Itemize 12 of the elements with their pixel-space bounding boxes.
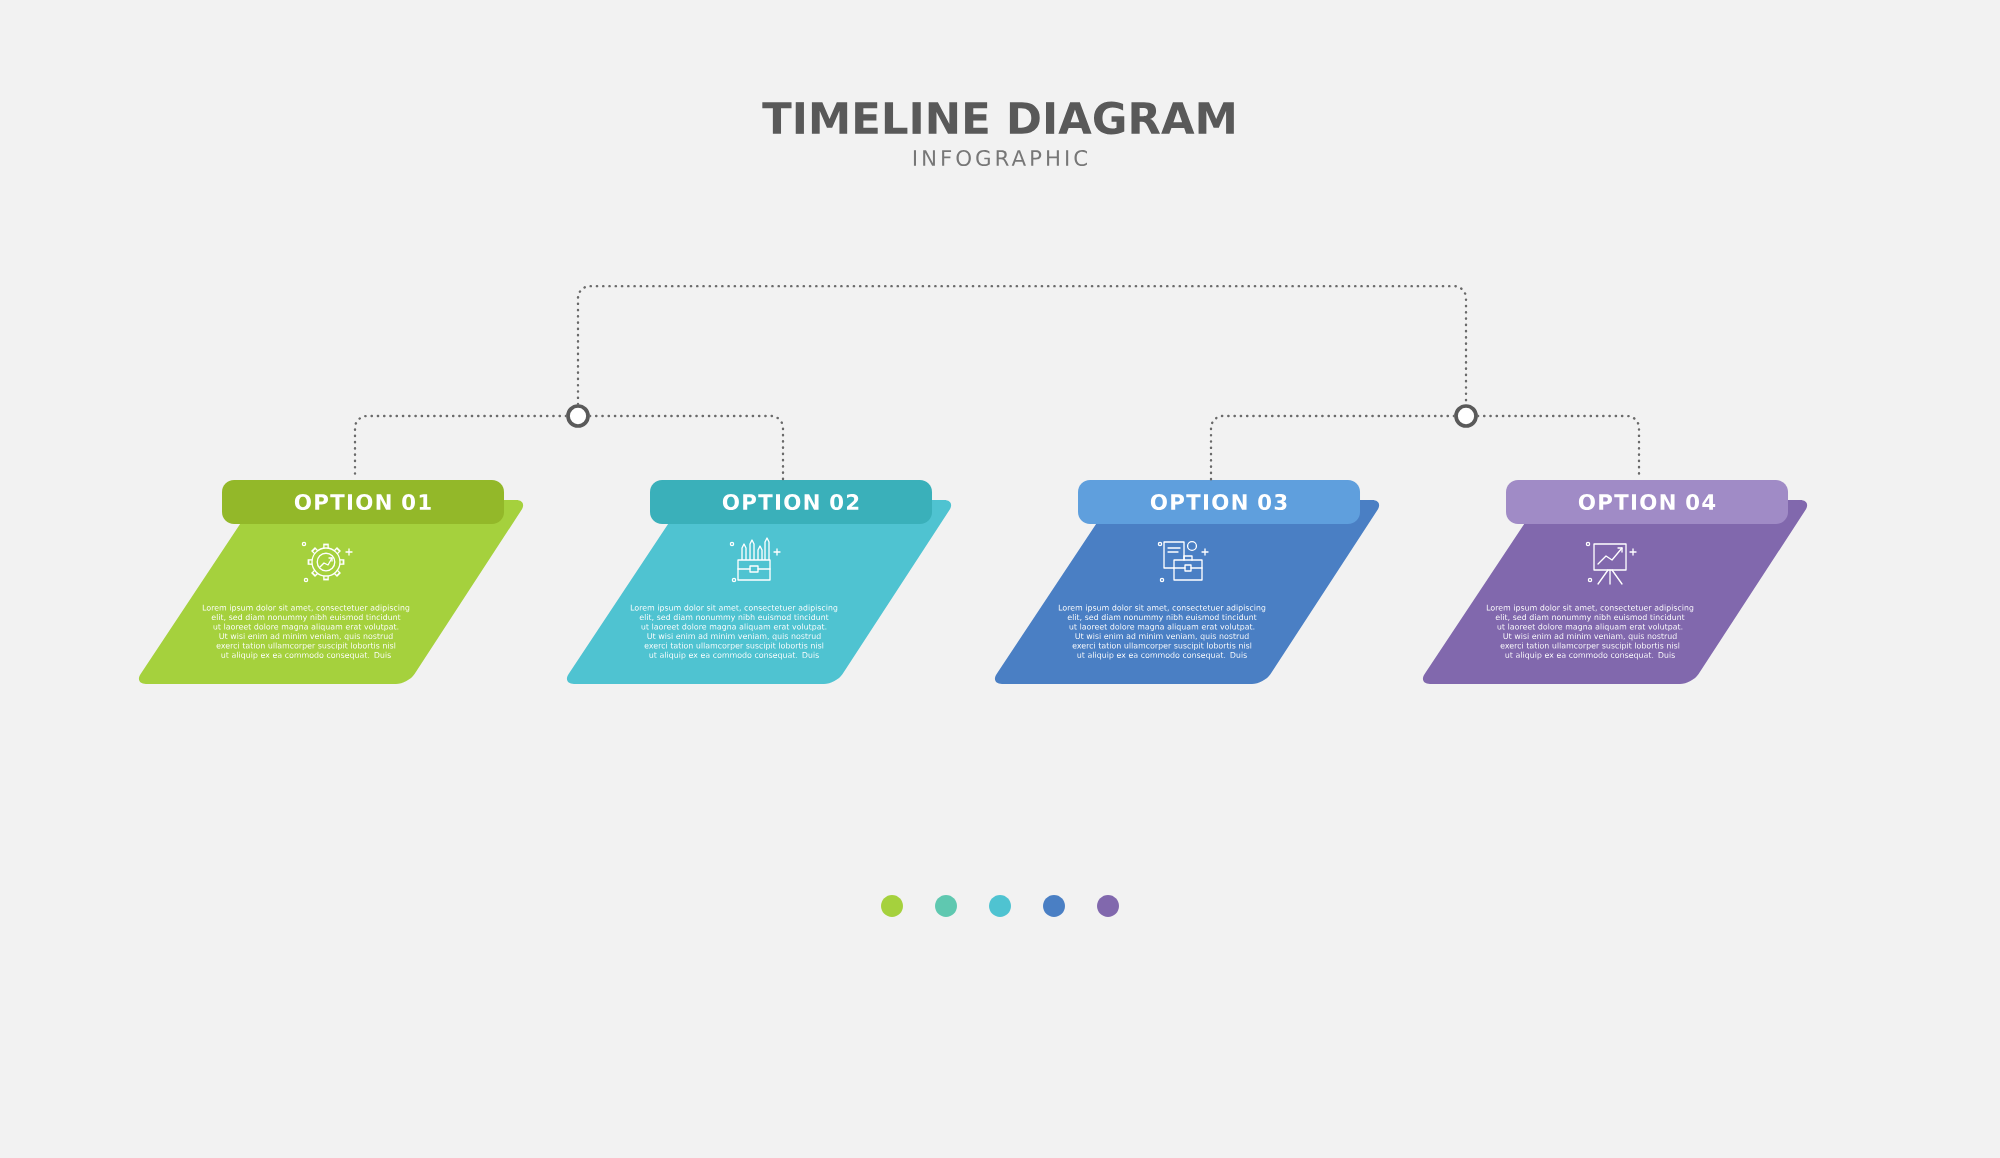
subtitle: INFOGRAPHIC (913, 149, 1087, 167)
option-tab: OPTION 03 (1078, 480, 1360, 524)
connector-line (1209, 414, 1456, 481)
option-tab: OPTION 04 (1506, 480, 1788, 524)
connector-line (576, 284, 1468, 406)
option-tab: OPTION 01 (222, 480, 504, 524)
title: TIMELINE DIAGRAM (762, 101, 1234, 135)
junction-circle (1454, 404, 1478, 428)
connector-line (353, 414, 568, 481)
junction-circle (566, 404, 590, 428)
option-tab: OPTION 02 (650, 480, 932, 524)
connector-line (588, 414, 785, 481)
